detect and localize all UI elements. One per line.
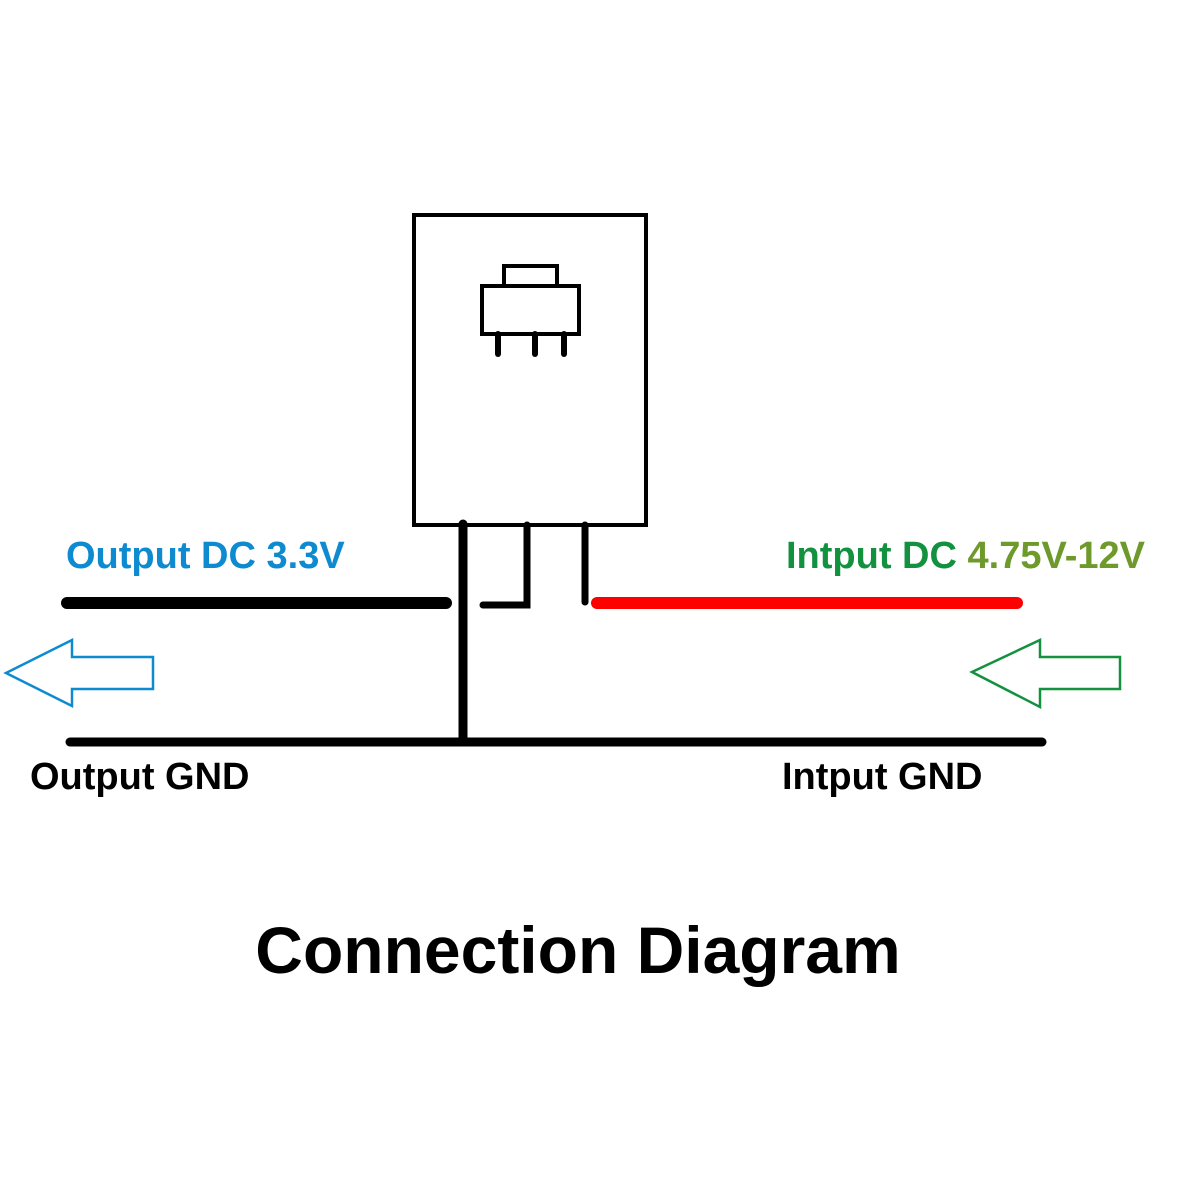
sot-223-regulator-icon: [480, 264, 581, 357]
output-pin: [479, 521, 531, 609]
input-dc-label: Intput DC 4.75V-12V: [786, 535, 1145, 578]
output-dc-label: Output DC 3.3V: [66, 535, 345, 577]
input-dc-prefix: Intput DC: [786, 535, 957, 577]
diagram-title: Connection Diagram: [255, 913, 901, 987]
output-gnd-label: Output GND: [30, 756, 250, 798]
output-arrow-icon: [3, 637, 155, 709]
module-body: [412, 213, 648, 527]
input-dc-range: 4.75V-12V: [967, 535, 1145, 577]
input-gnd-label: Intput GND: [782, 756, 983, 798]
input-arrow-icon: [969, 638, 1122, 710]
